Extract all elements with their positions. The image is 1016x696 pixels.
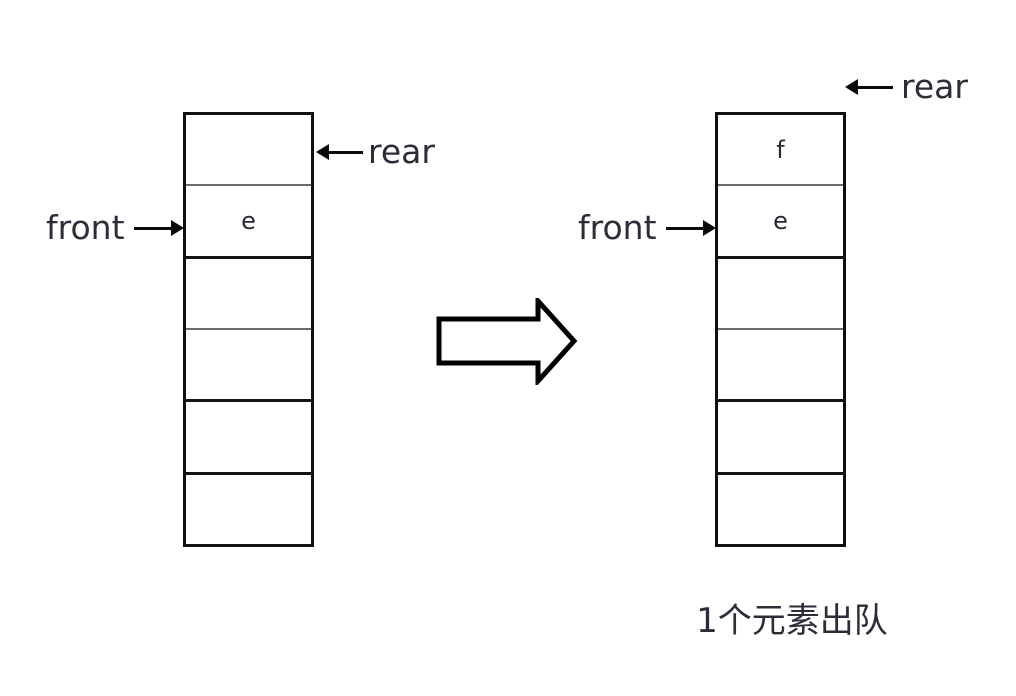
queue-cell: f <box>776 135 785 164</box>
arrowhead-right-icon <box>703 220 716 236</box>
rear-pointer <box>845 78 893 96</box>
queue-array-after: f e <box>715 112 846 547</box>
arrow-shaft <box>858 85 893 89</box>
arrow-shaft <box>134 226 171 230</box>
queue-cell: e <box>186 184 311 255</box>
arrowhead-left-icon <box>845 79 858 95</box>
queue-cell <box>186 115 311 184</box>
transition-arrow-icon <box>436 298 578 385</box>
queue-cell <box>186 399 311 471</box>
queue-array-before: e <box>183 112 314 547</box>
front-pointer <box>666 219 716 237</box>
arrow-shaft <box>329 150 363 154</box>
front-label: front <box>46 208 125 247</box>
queue-cell <box>718 471 843 544</box>
arrowhead-right-icon <box>171 220 184 236</box>
queue-cell <box>186 327 311 399</box>
queue-cell <box>718 327 843 399</box>
rear-pointer <box>316 143 363 161</box>
queue-cell <box>718 255 843 328</box>
caption-dequeue: 1个元素出队 <box>696 601 888 641</box>
queue-cell <box>186 471 311 544</box>
queue-cell <box>186 255 311 328</box>
queue-cell: e <box>718 184 843 255</box>
front-label: front <box>578 208 657 247</box>
arrow-shaft <box>666 226 703 230</box>
arrowhead-left-icon <box>316 144 329 160</box>
rear-label: rear <box>368 132 435 171</box>
rear-label: rear <box>901 67 968 106</box>
queue-cell <box>718 399 843 471</box>
front-pointer <box>134 219 184 237</box>
